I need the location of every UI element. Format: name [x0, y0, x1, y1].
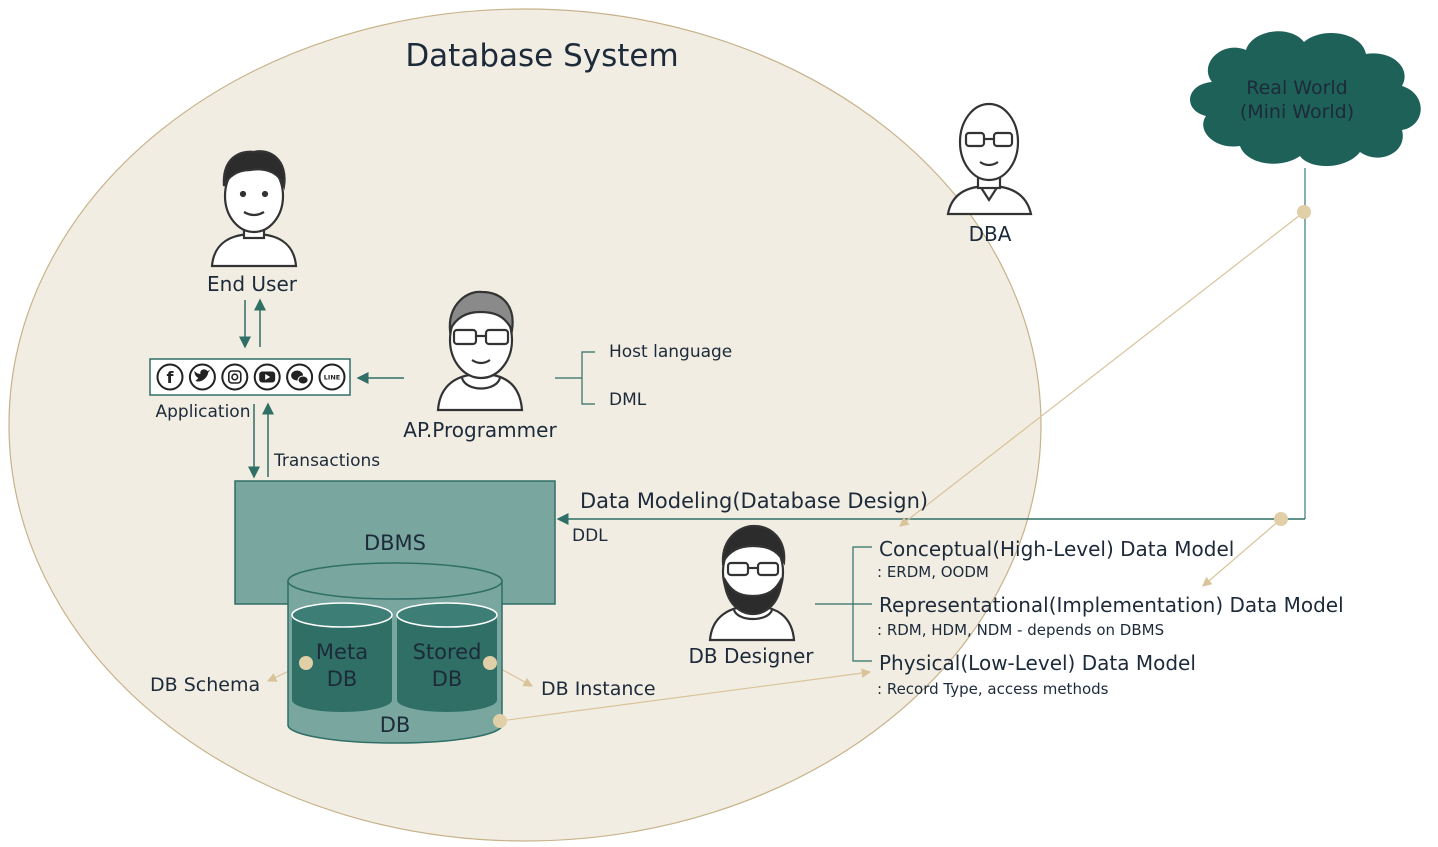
end-user-avatar [210, 150, 298, 268]
meta-db-cylinder [291, 602, 393, 712]
ddl-label: DDL [572, 526, 608, 546]
db-label: DB [380, 713, 411, 737]
programmer-label: AP.Programmer [403, 418, 557, 442]
db-designer-label: DB Designer [688, 644, 814, 668]
dba-label: DBA [969, 222, 1012, 246]
dba-avatar [946, 102, 1033, 216]
stored-db-cylinder [396, 602, 498, 712]
connector-dot [299, 656, 313, 670]
stored-db-label-line2: DB [432, 667, 463, 691]
mini-world-label: (Mini World) [1240, 101, 1354, 123]
line-icon: LINE [318, 363, 346, 391]
connector-dot [1274, 512, 1288, 526]
twitter-icon [188, 363, 216, 391]
representational-model-title: Representational(Implementation) Data Mo… [879, 593, 1344, 617]
dbms-label: DBMS [364, 531, 426, 555]
data-modeling-label: Data Modeling(Database Design) [580, 489, 928, 513]
real-world-to-conceptual-line [899, 211, 1305, 527]
host-language-label: Host language [609, 342, 732, 362]
conceptual-model-sub: : ERDM, OODM [877, 563, 989, 581]
meta-db-label-line1: Meta [316, 640, 368, 664]
end-user-label: End User [207, 272, 298, 296]
to-representational-line [1202, 518, 1282, 587]
instagram-icon [221, 363, 249, 391]
facebook-icon: f [156, 363, 184, 391]
data-model-bracket [815, 546, 872, 662]
physical-model-title: Physical(Low-Level) Data Model [879, 651, 1196, 675]
db-instance-label: DB Instance [541, 678, 656, 700]
stored-db-label-line1: Stored [413, 640, 482, 664]
diagram-title: Database System [405, 38, 678, 74]
real-world-label: Real World [1246, 77, 1347, 99]
connector-dot [1297, 205, 1311, 219]
conceptual-model-title: Conceptual(High-Level) Data Model [879, 537, 1234, 561]
connector-dot [493, 714, 507, 728]
application-label: Application [156, 402, 251, 422]
physical-model-sub: : Record Type, access methods [877, 680, 1109, 698]
transactions-label: Transactions [273, 451, 380, 471]
youtube-icon [253, 363, 281, 391]
db-designer-avatar [708, 524, 796, 642]
meta-db-label-line2: DB [327, 667, 358, 691]
db-to-physical-line [499, 668, 872, 722]
programmer-avatar [436, 290, 524, 412]
real-world-cloud: Real World (Mini World) [1190, 31, 1421, 167]
connector-dot [483, 656, 497, 670]
db-schema-label: DB Schema [150, 674, 260, 696]
language-bracket [555, 351, 595, 405]
facebook-icon-glyph: f [167, 368, 175, 387]
representational-model-sub: : RDM, HDM, NDM - depends on DBMS [877, 621, 1164, 639]
wechat-icon [286, 363, 314, 391]
dml-label: DML [609, 390, 647, 410]
application-icons: f LINE [156, 363, 346, 391]
line-icon-glyph: LINE [324, 374, 340, 382]
